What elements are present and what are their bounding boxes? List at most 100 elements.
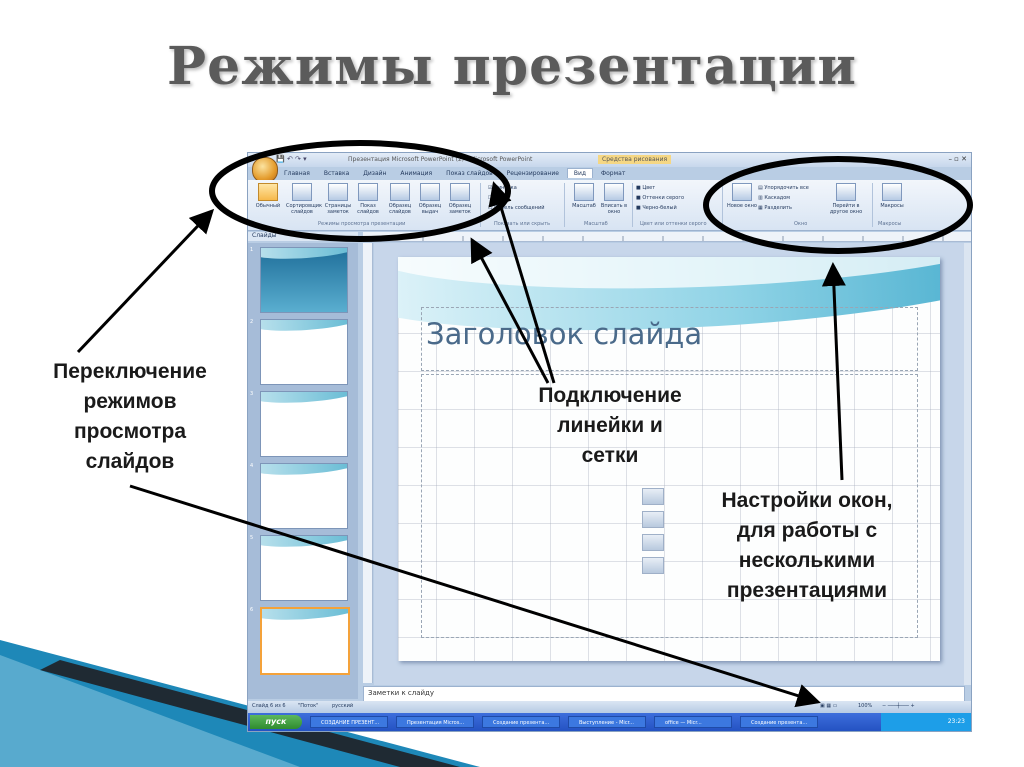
slideshow-icon <box>358 183 378 201</box>
title-placeholder[interactable] <box>421 307 918 371</box>
taskbar-item[interactable]: Создание презента... <box>482 716 560 728</box>
macros-icon <box>882 183 902 201</box>
switch-window-icon <box>836 183 856 201</box>
horizontal-ruler[interactable] <box>363 232 971 242</box>
insert-picture-icon[interactable] <box>642 534 664 551</box>
new-window-icon <box>732 183 752 201</box>
view-switcher-icons[interactable]: ▣ ▦ ▭ <box>820 703 838 709</box>
title-bar: 💾 ↶ ↷ ▾ Презентация Microsoft PowerPoint… <box>248 153 971 167</box>
insert-table-icon[interactable] <box>642 488 664 505</box>
zoom-slider[interactable]: − ───┼─── + <box>882 703 915 709</box>
status-bar: Слайд 6 из 6 "Поток" русский ▣ ▦ ▭ 100% … <box>248 701 971 712</box>
split-button[interactable]: ▦ Разделить <box>758 205 792 211</box>
ribbon-separator <box>480 183 481 227</box>
taskbar-item[interactable]: СОЗДАНИЕ ПРЕЗЕНТ... <box>310 716 388 728</box>
slide-heading[interactable]: Заголовок слайда <box>426 317 703 351</box>
tab-slideshow[interactable]: Показ слайдов <box>446 170 493 177</box>
system-tray: 23:23 <box>881 713 971 731</box>
callout-ruler-grid: Подключение линейки и сетки <box>538 384 682 467</box>
tab-animation[interactable]: Анимация <box>400 170 433 177</box>
tab-home[interactable]: Главная <box>284 170 310 177</box>
taskbar-item[interactable]: Создание презента... <box>740 716 818 728</box>
context-tab-label: Средства рисования <box>598 155 672 164</box>
callout-windows: Настройки окон, для работы с несколькими… <box>721 489 893 602</box>
slide-master-icon <box>390 183 410 201</box>
slide-sorter-icon <box>292 183 312 201</box>
slide-thumbnail[interactable] <box>260 535 348 601</box>
grayscale-option[interactable]: ■ Оттенки серого <box>636 195 685 201</box>
group-label-color: Цвет или оттенки серого <box>640 221 707 227</box>
vertical-scrollbar[interactable] <box>964 243 971 685</box>
message-bar-checkbox[interactable]: ☐ Панель сообщений <box>488 205 545 211</box>
language-indicator: русский <box>332 703 354 709</box>
window-title: Презентация Microsoft PowerPoint (2) - M… <box>348 156 533 163</box>
insert-media-icon[interactable] <box>642 557 664 574</box>
slide-number: 6 <box>250 607 254 613</box>
group-label-window: Окно <box>794 221 808 227</box>
slide-thumbnail[interactable] <box>260 463 348 529</box>
windows-taskbar: пуск СОЗДАНИЕ ПРЕЗЕНТ... Презентация Mic… <box>248 713 971 731</box>
taskbar-item[interactable]: Выступление - Micr... <box>568 716 646 728</box>
handout-master-icon <box>420 183 440 201</box>
ruler-ticks <box>382 236 944 241</box>
notes-placeholder: Заметки к слайду <box>368 689 435 697</box>
fit-to-window-button[interactable]: Вписать в окно <box>598 183 630 215</box>
ruler-checkbox[interactable]: ☑ Линейка <box>488 185 517 191</box>
quick-access-toolbar[interactable]: 💾 ↶ ↷ ▾ <box>276 155 307 163</box>
ribbon-separator <box>872 183 873 227</box>
ribbon-tabs: Главная Вставка Дизайн Анимация Показ сл… <box>278 168 631 180</box>
zoom-icon <box>574 183 594 201</box>
slide-master-button[interactable]: Образец слайдов <box>384 183 416 215</box>
grid-checkbox[interactable]: ☐ Сетка <box>488 195 510 201</box>
taskbar-item[interactable]: office — Micr... <box>654 716 732 728</box>
tab-format[interactable]: Формат <box>600 170 626 177</box>
group-label-views: Режимы просмотра презентации <box>318 221 406 227</box>
ribbon-separator <box>722 183 723 227</box>
arrange-all-button[interactable]: ▤ Упорядочить все <box>758 185 809 191</box>
color-option[interactable]: ■ Цвет <box>636 185 656 191</box>
zoom-button[interactable]: Масштаб <box>568 183 600 209</box>
callout-view-switch: Переключение режимов просмотра слайдов <box>53 360 207 473</box>
cascade-button[interactable]: ▥ Каскадом <box>758 195 791 201</box>
ribbon-separator <box>632 183 633 227</box>
tab-design[interactable]: Дизайн <box>363 170 387 177</box>
vertical-ruler[interactable] <box>363 243 373 683</box>
tab-view[interactable]: Вид <box>566 168 594 178</box>
notes-pane[interactable]: Заметки к слайду <box>363 686 965 702</box>
slide-number: 5 <box>250 535 254 541</box>
slide-thumbnail-selected[interactable] <box>260 607 350 675</box>
presentation-title: Режимы презентации <box>167 36 857 97</box>
insert-chart-icon[interactable] <box>642 511 664 528</box>
tab-review[interactable]: Рецензирование <box>506 170 559 177</box>
zoom-level: 100% <box>858 703 873 709</box>
window-controls[interactable]: – ▫ ✕ <box>948 155 967 163</box>
group-label-macros: Макросы <box>878 221 902 227</box>
macros-button[interactable]: Макросы <box>876 183 908 209</box>
group-label-show-hide: Показать или скрыть <box>494 221 551 227</box>
slide-number: 2 <box>250 319 254 325</box>
slides-pane-header: Слайды <box>248 232 358 241</box>
notes-master-icon <box>450 183 470 201</box>
slide-thumbnail[interactable] <box>260 391 348 457</box>
handout-master-button[interactable]: Образец выдач <box>414 183 446 215</box>
ribbon-separator <box>564 183 565 227</box>
normal-view-icon <box>258 183 278 201</box>
switch-window-button[interactable]: Перейти в другое окно <box>826 183 866 215</box>
taskbar-item[interactable]: Презентация Micros... <box>396 716 474 728</box>
new-window-button[interactable]: Новое окно <box>726 183 758 209</box>
tab-insert[interactable]: Вставка <box>323 170 350 177</box>
slide-sorter-button[interactable]: Сортировщик слайдов <box>286 183 322 215</box>
notes-page-button[interactable]: Страницы заметок <box>322 183 354 215</box>
slide-thumbnail[interactable] <box>260 247 348 313</box>
clock: 23:23 <box>947 718 965 725</box>
group-label-zoom: Масштаб <box>584 221 608 227</box>
notes-page-icon <box>328 183 348 201</box>
slide-thumbnail[interactable] <box>260 319 348 385</box>
start-button[interactable]: пуск <box>250 715 302 729</box>
black-white-option[interactable]: ■ Черно-белый <box>636 205 677 211</box>
slideshow-button[interactable]: Показ слайдов <box>352 183 384 215</box>
ribbon: Обычный Сортировщик слайдов Страницы зам… <box>248 180 971 231</box>
notes-master-button[interactable]: Образец заметок <box>444 183 476 215</box>
normal-view-button[interactable]: Обычный <box>252 183 284 209</box>
fit-window-icon <box>604 183 624 201</box>
